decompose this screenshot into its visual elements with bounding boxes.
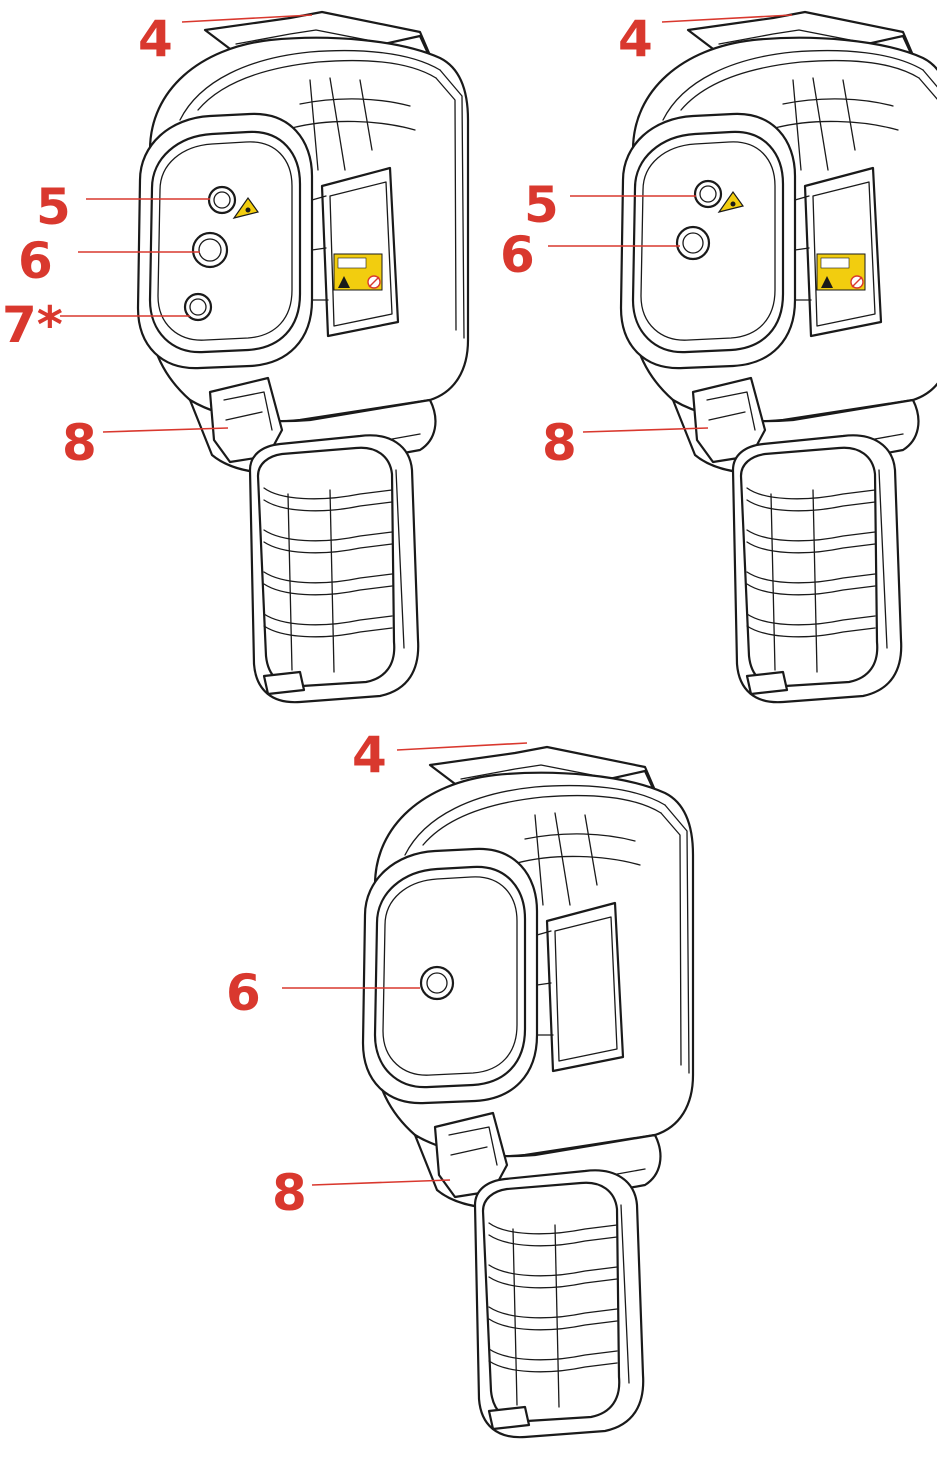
callout-8-view2: 8 — [542, 414, 577, 472]
thermal-lens — [675, 225, 711, 261]
laser-aperture — [207, 185, 237, 215]
callout-6-view3: 6 — [226, 964, 261, 1022]
laser-label — [333, 253, 383, 291]
callout-6-view2: 6 — [500, 226, 535, 284]
view-single-lens: 4 6 8 — [226, 726, 695, 1439]
view-two-lens: 4 5 6 8 — [500, 10, 937, 704]
callout-5-view2: 5 — [524, 176, 559, 234]
callout-7-view1: 7* — [2, 296, 63, 354]
thermal-lens — [419, 965, 455, 1001]
callout-8-view3: 8 — [272, 1164, 307, 1222]
callout-4-view2: 4 — [618, 10, 653, 68]
callout-8-view1: 8 — [62, 414, 97, 472]
callout-4-view3: 4 — [352, 726, 387, 784]
callout-4-view1: 4 — [138, 10, 173, 68]
callout-6-view1: 6 — [18, 232, 53, 290]
laser-label — [816, 253, 866, 291]
visual-camera-lens — [183, 292, 213, 322]
callout-5-view1: 5 — [36, 178, 71, 236]
laser-aperture — [693, 179, 723, 209]
view-three-lens: 4 5 6 7* 8 — [2, 10, 470, 704]
thermal-lens — [191, 231, 229, 269]
